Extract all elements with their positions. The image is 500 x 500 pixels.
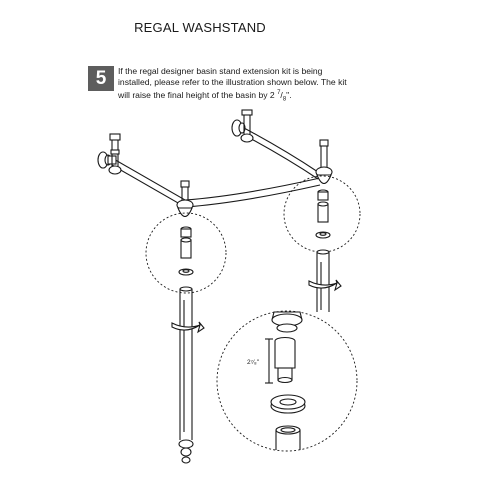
fraction-numerator: 7 bbox=[277, 90, 281, 96]
front-right-finial bbox=[315, 139, 333, 185]
magnified-washer bbox=[270, 394, 306, 414]
detail-circle-left bbox=[145, 212, 227, 294]
left-corner-post bbox=[108, 133, 122, 175]
left-extension-sleeve bbox=[180, 226, 192, 259]
step-text-line3-prefix: will raise the final height of the basin… bbox=[118, 89, 278, 100]
step-text-line3-suffix: ". bbox=[286, 89, 292, 100]
magnified-extension-sleeve bbox=[274, 336, 296, 384]
left-leg bbox=[178, 286, 194, 464]
right-rotation-arrow bbox=[308, 279, 342, 292]
step-number-badge: 5 bbox=[88, 66, 114, 91]
fraction-denominator: 8 bbox=[282, 96, 287, 103]
right-extension-sleeve bbox=[317, 189, 329, 223]
step-instruction-text: If the regal designer basin stand extens… bbox=[118, 66, 347, 103]
dimension-label: 2⁷⁄₈" bbox=[247, 359, 260, 366]
wall-bracket-right bbox=[231, 119, 246, 137]
right-leg bbox=[316, 249, 330, 312]
page-title: REGAL WASHSTAND bbox=[134, 20, 266, 35]
front-left-finial bbox=[176, 180, 194, 218]
magnified-finial-base bbox=[271, 311, 303, 333]
right-corner-post bbox=[240, 109, 254, 143]
step-text-line2: installed, please refer to the illustrat… bbox=[118, 77, 347, 87]
dimension-marker bbox=[265, 338, 273, 384]
right-washer bbox=[315, 231, 331, 239]
left-washer bbox=[178, 268, 194, 276]
step-text-line1: If the regal designer basin stand extens… bbox=[118, 66, 323, 76]
magnified-detail-circle bbox=[216, 310, 358, 452]
left-rotation-arrow bbox=[171, 321, 205, 334]
magnified-leg-top bbox=[275, 425, 301, 450]
